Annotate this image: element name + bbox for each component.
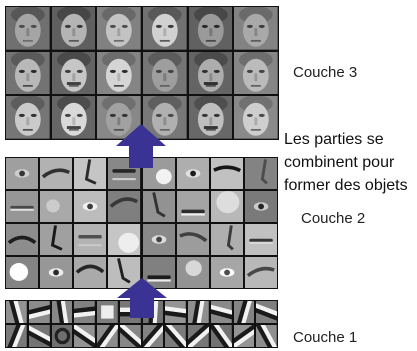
- part-thumbnail: [108, 224, 141, 255]
- edge-thumbnail: [210, 301, 232, 323]
- edge-thumbnail: [165, 325, 186, 347]
- face-thumbnail: [6, 51, 50, 95]
- part-thumbnail: [6, 158, 39, 189]
- caption-line-3: former des objets: [284, 177, 408, 194]
- part-thumbnail: [6, 191, 39, 222]
- face-thumbnail: [6, 96, 50, 139]
- edge-thumbnail: [74, 325, 95, 347]
- edge-thumbnail: [233, 325, 255, 347]
- edge-thumbnail: [256, 325, 277, 347]
- face-thumbnail: [97, 7, 141, 50]
- edge-thumbnail: [28, 325, 50, 347]
- layer3-label: Couche 3: [293, 64, 358, 81]
- part-thumbnail: [244, 257, 277, 288]
- edge-thumbnail: [188, 325, 209, 347]
- part-thumbnail: [40, 191, 73, 222]
- face-thumbnail: [143, 96, 187, 139]
- edge-thumbnail: [97, 325, 118, 347]
- face-thumbnail: [143, 7, 187, 50]
- edge-thumbnail: [6, 301, 27, 323]
- part-thumbnail: [176, 224, 209, 255]
- edge-thumbnail: [51, 301, 73, 323]
- layer2-parts-grid: [5, 157, 278, 289]
- edge-thumbnail: [28, 301, 50, 323]
- part-thumbnail: [40, 257, 73, 288]
- edge-thumbnail: [6, 325, 27, 347]
- face-thumbnail: [51, 51, 96, 95]
- edge-thumbnail: [119, 325, 141, 347]
- caption-line-2: combinent pour: [284, 154, 395, 171]
- face-thumbnail: [97, 96, 141, 139]
- part-thumbnail: [176, 191, 209, 222]
- part-thumbnail: [244, 224, 277, 255]
- face-thumbnail: [234, 51, 278, 95]
- face-thumbnail: [51, 96, 96, 139]
- part-thumbnail: [142, 224, 175, 255]
- part-thumbnail: [210, 224, 243, 255]
- part-thumbnail: [244, 158, 277, 189]
- face-thumbnail: [188, 51, 233, 95]
- face-thumbnail: [188, 7, 233, 50]
- part-thumbnail: [40, 158, 73, 189]
- edge-thumbnail: [256, 301, 277, 323]
- part-thumbnail: [74, 224, 107, 255]
- edge-thumbnail: [188, 301, 209, 323]
- part-thumbnail: [108, 191, 141, 222]
- part-thumbnail: [6, 257, 39, 288]
- face-thumbnail: [51, 7, 96, 50]
- layer1-label: Couche 1: [293, 329, 358, 346]
- edge-thumbnail: [233, 301, 255, 323]
- edge-thumbnail: [74, 301, 95, 323]
- composition-caption: Les parties se combinent pour former des…: [284, 128, 417, 197]
- layer3-face-grid: [5, 6, 279, 140]
- face-thumbnail: [6, 7, 50, 50]
- part-thumbnail: [74, 158, 107, 189]
- face-thumbnail: [234, 7, 278, 50]
- layer1-edge-grid: [5, 300, 278, 348]
- part-thumbnail: [176, 257, 209, 288]
- layer2-label: Couche 2: [301, 210, 366, 227]
- face-thumbnail: [188, 96, 233, 139]
- part-thumbnail: [74, 191, 107, 222]
- part-thumbnail: [210, 191, 243, 222]
- face-thumbnail: [97, 51, 141, 95]
- part-thumbnail: [74, 257, 107, 288]
- part-thumbnail: [108, 257, 141, 288]
- face-thumbnail: [143, 51, 187, 95]
- up-arrow-layer2-to-layer3: [116, 124, 166, 168]
- edge-thumbnail: [142, 325, 164, 347]
- part-thumbnail: [142, 191, 175, 222]
- part-thumbnail: [40, 224, 73, 255]
- caption-line-1: Les parties se: [284, 131, 384, 148]
- edge-thumbnail: [51, 325, 73, 347]
- part-thumbnail: [6, 224, 39, 255]
- edge-thumbnail: [165, 301, 186, 323]
- part-thumbnail: [210, 257, 243, 288]
- up-arrow-layer1-to-layer2: [117, 278, 167, 318]
- part-thumbnail: [176, 158, 209, 189]
- edge-thumbnail: [97, 301, 118, 323]
- part-thumbnail: [210, 158, 243, 189]
- face-thumbnail: [234, 96, 278, 139]
- edge-thumbnail: [210, 325, 232, 347]
- part-thumbnail: [244, 191, 277, 222]
